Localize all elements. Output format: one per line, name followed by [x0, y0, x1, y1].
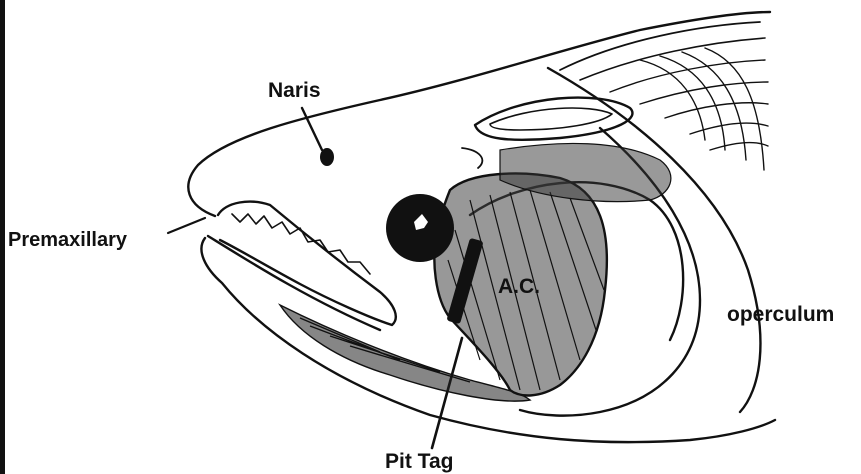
premaxillary-leader-line — [168, 218, 205, 233]
ac-label: A.C. — [498, 276, 540, 297]
upper-arch-inner — [490, 108, 612, 130]
gill-hook — [462, 148, 482, 168]
upper-arch-outer — [475, 98, 632, 140]
premaxillary-label: Premaxillary — [8, 230, 127, 250]
naris-dot — [320, 148, 334, 166]
dorsal-stripe — [610, 60, 765, 92]
teeth-line — [232, 214, 370, 274]
eye — [386, 194, 454, 262]
contour-arc — [640, 60, 705, 140]
dorsal-stripe — [710, 143, 768, 150]
contour-arc — [660, 56, 725, 150]
dorsal-stripe — [580, 38, 765, 80]
contour-arc — [705, 48, 764, 170]
operculum-label: operculum — [727, 304, 834, 325]
dorsal-stripe — [665, 103, 768, 118]
naris-label: Naris — [268, 80, 321, 101]
pit-tag-label: Pit Tag — [385, 451, 453, 472]
